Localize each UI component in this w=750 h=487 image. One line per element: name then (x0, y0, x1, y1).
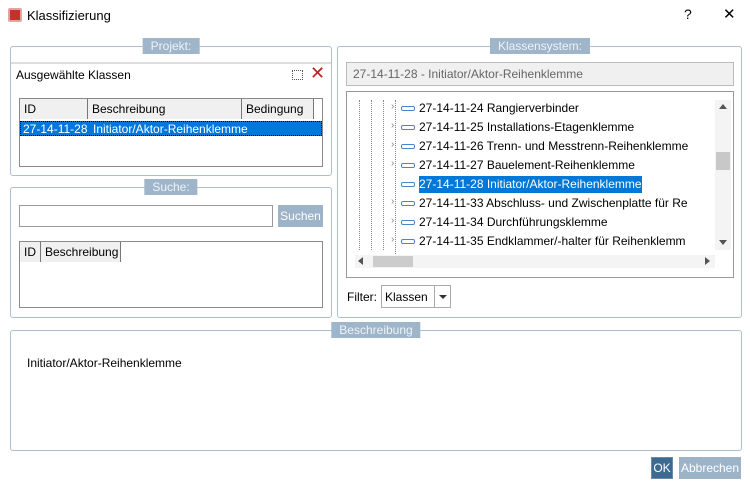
tree-item[interactable]: › 27-14-11-25 Installations-Etagenklemme (347, 119, 713, 136)
close-button[interactable]: ✕ (723, 6, 736, 23)
class-icon (401, 163, 415, 168)
tree-item-label: 27-14-11-25 Installations-Etagenklemme (419, 120, 635, 134)
vertical-scrollbar[interactable] (715, 100, 731, 250)
class-icon (401, 106, 415, 111)
tree-item-label: 27-14-11-26 Trenn- und Messtrenn-Reihenk… (419, 139, 689, 153)
tree-item[interactable]: › 27-14-11-24 Rangierverbinder (347, 100, 713, 117)
filter-select[interactable]: Klassen (381, 285, 451, 308)
suche-group: Suche: Suchen ID Beschreibung (10, 179, 332, 318)
tree-item-label: 27-14-11-34 Durchführungsklemme (419, 215, 608, 229)
klassensystem-group: Klassensystem: 27-14-11-28 - Initiator/A… (337, 38, 742, 318)
tree-item[interactable]: › 27-14-11-33 Abschluss- und Zwischenplat… (347, 195, 713, 212)
new-icon[interactable] (292, 70, 303, 80)
tree-item-label: 27-14-11-35 Endklammer/-halter für Reihe… (419, 234, 686, 248)
selected-path-field: 27-14-11-28 - Initiator/Aktor-Reihenklem… (346, 62, 734, 86)
expand-icon[interactable]: › (391, 158, 395, 169)
search-results-table: ID Beschreibung (19, 241, 323, 308)
class-icon (401, 125, 415, 130)
class-icon (401, 201, 415, 206)
tree-item-label: 27-14-11-33 Abschluss- und Zwischenplatt… (419, 196, 688, 210)
expand-icon[interactable]: › (391, 196, 395, 207)
expand-icon[interactable]: › (391, 101, 395, 112)
beschreibung-legend: Beschreibung (331, 322, 421, 338)
description-text: Initiator/Aktor-Reihenklemme (27, 356, 182, 370)
class-icon (401, 144, 415, 149)
table-row[interactable]: 27-14-11-28 Initiator/Aktor-Reihenklemme (20, 121, 322, 136)
app-icon (8, 8, 22, 22)
scroll-up-icon[interactable] (719, 104, 727, 109)
class-tree[interactable]: › 27-14-11-24 Rangierverbinder › 27-14-11-2… (346, 91, 734, 278)
class-icon (401, 220, 415, 225)
window-title: Klassifizierung (27, 8, 111, 23)
projekt-legend: Projekt: (142, 38, 200, 54)
ok-button[interactable]: OK (651, 457, 673, 479)
tree-item-label: 27-14-11-24 Rangierverbinder (419, 101, 579, 115)
scroll-left-icon[interactable] (358, 257, 363, 265)
tree-item-label: 27-14-11-27 Bauelement-Reihenklemme (419, 158, 635, 172)
selected-classes-table: ID Beschreibung Bedingung 27-14-11-28 In… (19, 98, 323, 167)
tree-item[interactable]: 27-14-11-28 Initiator/Aktor-Reihenklemme (347, 176, 713, 193)
expand-icon[interactable]: › (391, 215, 395, 226)
scroll-right-icon[interactable] (705, 257, 710, 265)
expand-icon[interactable]: › (391, 120, 395, 131)
chevron-down-icon (434, 286, 450, 307)
expand-icon[interactable]: › (391, 234, 395, 245)
tree-item[interactable]: › 27-14-11-26 Trenn- und Messtrenn-Reihen… (347, 138, 713, 155)
search-button[interactable]: Suchen (278, 205, 323, 227)
tree-item[interactable]: › 27-14-11-34 Durchführungsklemme (347, 214, 713, 231)
beschreibung-group: Beschreibung Initiator/Aktor-Reihenklemm… (10, 322, 742, 451)
horizontal-scrollbar[interactable] (355, 255, 715, 268)
klassensystem-legend: Klassensystem: (489, 38, 591, 54)
scroll-down-icon[interactable] (719, 240, 727, 245)
search-input[interactable] (19, 205, 273, 227)
cancel-button[interactable]: Abbrechen (679, 457, 741, 479)
class-icon (401, 239, 415, 244)
col-id[interactable]: ID (20, 242, 41, 262)
selected-classes-header: Ausgewählte Klassen (16, 68, 131, 82)
col-beschreibung[interactable]: Beschreibung (88, 99, 242, 119)
delete-icon[interactable]: ✕ (310, 63, 326, 83)
filter-label: Filter: (347, 290, 377, 304)
suche-legend: Suche: (144, 179, 198, 195)
col-beschreibung[interactable]: Beschreibung (41, 242, 121, 262)
tree-item-label: 27-14-11-28 Initiator/Aktor-Reihenklemme (419, 176, 642, 193)
scroll-thumb[interactable] (716, 152, 730, 170)
col-bedingung[interactable]: Bedingung (242, 99, 314, 119)
class-icon (401, 182, 415, 187)
expand-icon[interactable]: › (391, 139, 395, 150)
tree-item[interactable]: › 27-14-11-35 Endklammer/-halter für Reih… (347, 233, 713, 250)
col-id[interactable]: ID (20, 99, 88, 119)
tree-item[interactable]: › 27-14-11-27 Bauelement-Reihenklemme (347, 157, 713, 174)
projekt-group: Projekt: Ausgewählte Klassen ✕ ID Beschr… (10, 38, 332, 176)
help-button[interactable]: ? (684, 6, 692, 22)
hscroll-thumb[interactable] (373, 256, 413, 267)
